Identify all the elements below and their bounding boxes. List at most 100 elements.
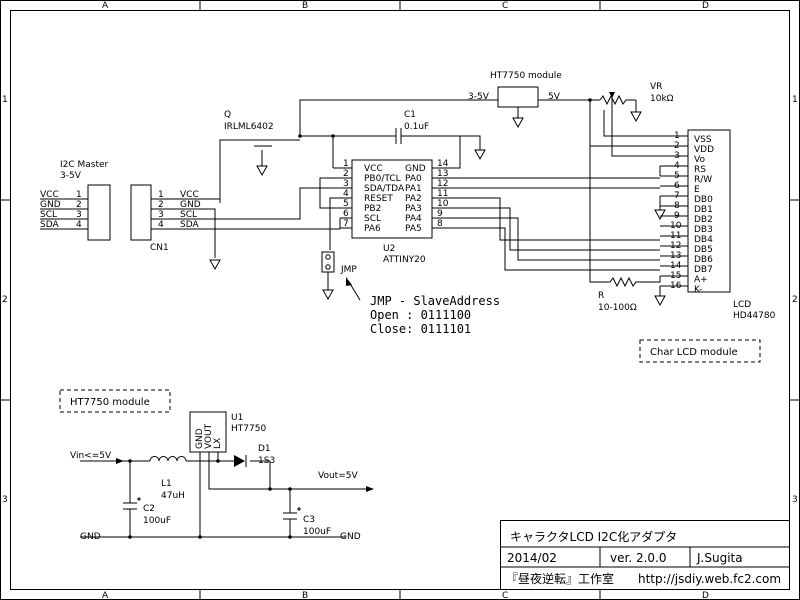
- col-label-a: A: [102, 1, 109, 11]
- title-block: [500, 520, 790, 590]
- pin-name: LX: [213, 438, 223, 449]
- pin-name-vcc: VCC: [180, 190, 199, 200]
- ht7750-detail-wires: [80, 452, 370, 538]
- pin-number: 2: [343, 169, 349, 179]
- u2-to-lcd-wires: [432, 136, 660, 271]
- jmp-note-line1: JMP - SlaveAddress: [370, 294, 500, 308]
- pin-name: RS: [694, 165, 706, 175]
- d1-diode: [234, 455, 245, 467]
- i2c-master-connector: [87, 184, 111, 241]
- pin-name: PB2: [364, 204, 381, 214]
- pin-number: 3: [158, 210, 164, 220]
- r-resistor: [589, 146, 661, 288]
- title-block-studio: 『昼夜逆転』工作室: [506, 571, 614, 586]
- pin-name: PB0/TCL: [364, 174, 401, 184]
- ht7750-top-label: HT7750 module: [490, 71, 562, 81]
- pin-name-gnd: GND: [180, 200, 201, 210]
- ground-symbol: [654, 209, 666, 221]
- row-label-3-right: 3: [792, 495, 798, 505]
- vr-potentiometer: [599, 94, 636, 106]
- row-label-2: 2: [2, 295, 8, 305]
- col-label-d: D: [702, 1, 709, 11]
- d1-ref: D1: [258, 444, 271, 454]
- i2c-master-wires: [40, 198, 88, 230]
- pin-number: 1: [158, 190, 164, 200]
- pin-name: DB5: [694, 245, 713, 255]
- jmp-note-line2: Open : 0111100: [370, 308, 471, 322]
- pin-name-gnd: GND: [40, 200, 61, 210]
- row-label-3: 3: [2, 495, 8, 505]
- pin-name-sda: SDA: [180, 220, 199, 230]
- pin-name: DB7: [694, 265, 713, 275]
- pin-number: 14: [670, 261, 682, 271]
- col-label-b: B: [302, 1, 308, 11]
- pin-name: R/W: [694, 175, 712, 185]
- ht7750-detail-label: HT7750 module: [70, 397, 150, 408]
- pin-number: 6: [343, 209, 349, 219]
- ht7750-detail-box: [59, 389, 171, 413]
- q-part: IRLML6402: [224, 122, 274, 132]
- jmp-label: JMP: [340, 265, 357, 275]
- u1-chip: [189, 411, 227, 453]
- ground-symbol: [209, 259, 221, 271]
- cn1-connector: [130, 184, 152, 241]
- pin-number: 9: [437, 209, 443, 219]
- pin-name-scl: SCL: [40, 210, 57, 220]
- pin-number: 15: [670, 271, 681, 281]
- r-ref: R: [598, 291, 604, 301]
- vout-label: Vout=5V: [318, 471, 358, 481]
- pin-number: 11: [670, 231, 681, 241]
- ground-symbol: [474, 149, 486, 161]
- pin-number: 12: [670, 241, 681, 251]
- lcd-pin-numbers: 1 2 3 4 5 6 7 8 9 10 11 12 13 14 15 16: [670, 131, 682, 291]
- pin-number: 9: [674, 211, 680, 221]
- pin-name: VCC: [364, 164, 383, 174]
- pin-name: A+: [694, 275, 708, 285]
- pin-number: 5: [674, 171, 680, 181]
- c2-ref: C2: [143, 504, 155, 514]
- gnd-label-left: GND: [80, 532, 101, 542]
- top-power-wires: [299, 99, 600, 136]
- pin-number: 4: [343, 189, 349, 199]
- pin-number: 3: [343, 179, 349, 189]
- c3-ref: C3: [303, 515, 315, 525]
- pin-name: RESET: [364, 194, 393, 204]
- lcd-pin-names: VSS VDD Vo RS R/W E DB0 DB1 DB2 DB3 DB4 …: [694, 135, 714, 295]
- pin-name: PA0: [405, 174, 422, 184]
- u2-pin-leads: [319, 167, 352, 250]
- pin-name: PA3: [405, 204, 422, 214]
- vr-wiper-arrow: [609, 92, 615, 98]
- col-label-d-bottom: D: [702, 591, 709, 600]
- c3-capacitor: [283, 507, 301, 522]
- row-label-1: 1: [2, 95, 8, 105]
- pin-name: DB6: [694, 255, 713, 265]
- pin-number: 6: [674, 181, 680, 191]
- col-label-b-bottom: B: [302, 591, 308, 600]
- pin-name: GND: [195, 428, 205, 449]
- title-block-version: ver. 2.0.0: [610, 551, 666, 565]
- pin-name: PA5: [405, 224, 422, 234]
- row-label-1-right: 1: [792, 95, 798, 105]
- c2-value: 100uF: [143, 516, 171, 526]
- col-label-a-bottom: A: [102, 591, 109, 600]
- lcd-pin-leads: [659, 135, 688, 296]
- pin-number: 4: [158, 220, 164, 230]
- u2-right-pin-numbers: 14 13 12 11 10 9 8: [437, 159, 449, 229]
- pin-number: 12: [437, 179, 448, 189]
- i2c-master-voltage: 3-5V: [60, 171, 82, 181]
- u2-left-pin-numbers: 1 2 3 4 5 6 7: [343, 159, 349, 229]
- pin-number: 4: [76, 220, 82, 230]
- vin-label: Vin<=5V: [70, 451, 112, 461]
- title-block-url: http://jsdiy.web.fc2.com: [638, 572, 781, 586]
- pin-name: E: [694, 185, 700, 195]
- pin-number: 13: [670, 251, 681, 261]
- c2-capacitor: [123, 497, 141, 516]
- pin-number: 7: [343, 219, 349, 229]
- pin-name: K-: [694, 285, 702, 295]
- pin-number: 2: [158, 200, 164, 210]
- pin-name: GND: [405, 164, 426, 174]
- pin-number: 5: [343, 199, 349, 209]
- u2-right-pin-names: GND PA0 PA1 PA2 PA3 PA4 PA5: [405, 164, 426, 234]
